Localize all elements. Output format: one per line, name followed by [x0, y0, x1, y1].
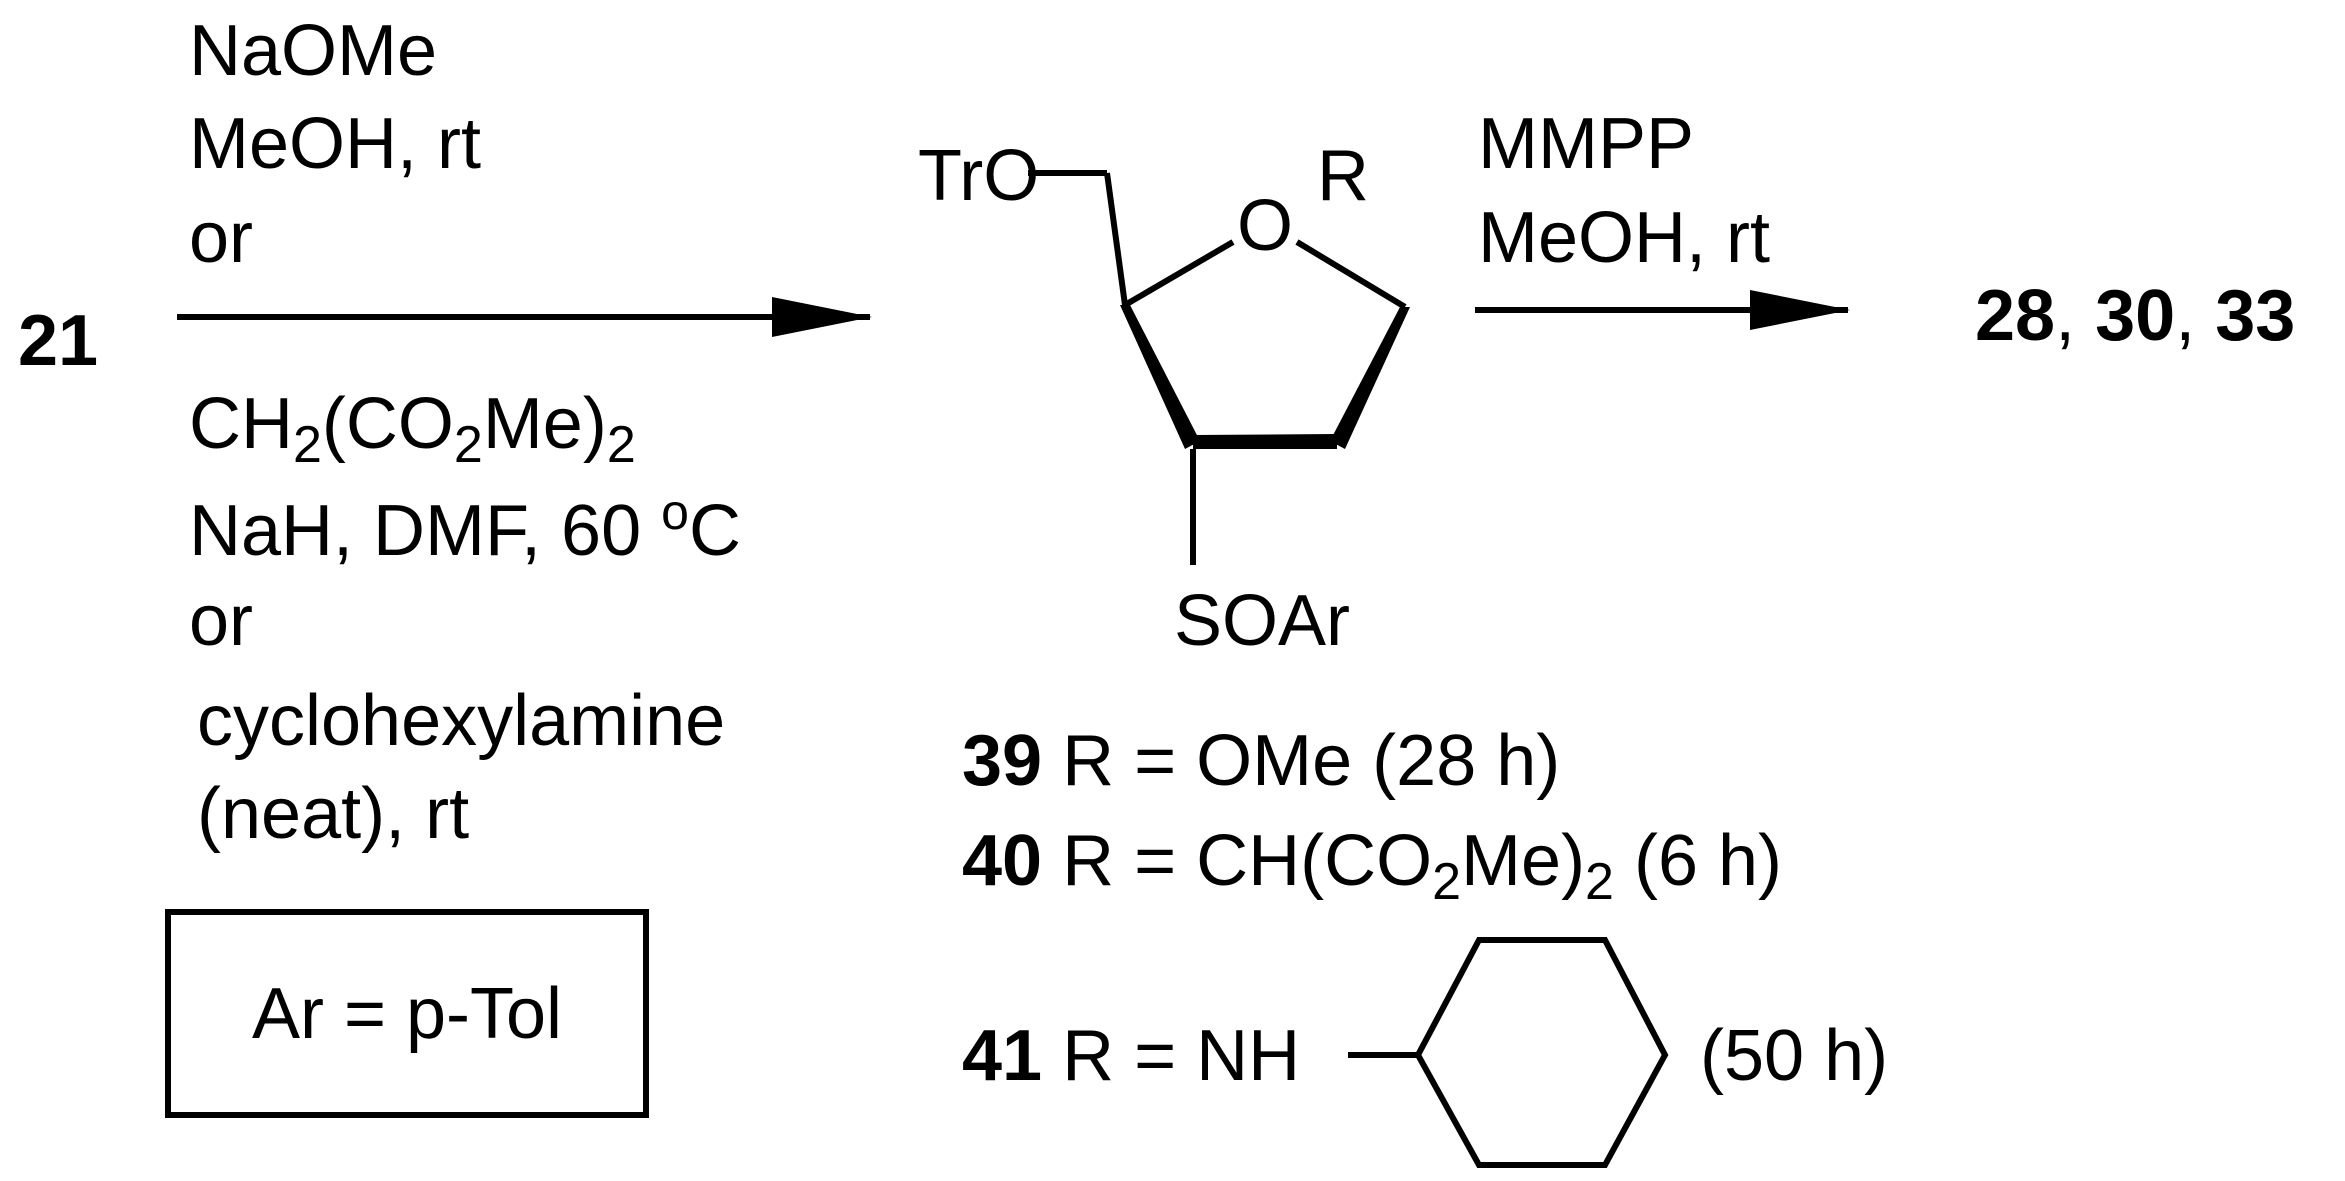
product-39-entry: 39 R = OMe (28 h): [962, 721, 1560, 801]
wedge-bond-c1-c2: [1330, 307, 1410, 449]
product-41-time: (50 h): [1700, 1016, 1888, 1096]
reagent-cyclohexylamine: cyclohexylamine: [197, 681, 725, 761]
final-products-label: 28, 30, 33: [1975, 276, 2295, 356]
bond-o-c1: [1295, 239, 1407, 310]
reagent-dimethyl-malonate: CH2(CO2Me)2: [189, 384, 636, 474]
reagent-meoh-rt: MeOH, rt: [189, 104, 481, 184]
tro-group-label: TrO: [918, 136, 1039, 216]
ar-definition-box: [165, 909, 649, 1118]
ar-definition: Ar = p-Tol: [252, 974, 562, 1054]
cyclohexyl-ring: [1414, 937, 1669, 1168]
reagent-naome: NaOMe: [189, 11, 437, 91]
reagent-mmpp: MMPP: [1478, 104, 1694, 184]
reagent-nah-dmf-60c: NaH, DMF, 60 oC: [189, 484, 741, 571]
bold-bond-c3-c2: [1193, 434, 1337, 449]
product-41-entry: 41 R = NH: [962, 1016, 1300, 1096]
product-40-entry: 40 R = CH(CO2Me)2 (6 h): [962, 821, 1782, 911]
reagent-or-1: or: [189, 198, 253, 278]
reagent-neat-rt: (neat), rt: [197, 774, 469, 854]
furanose-structure: TrO O R SOAr: [918, 136, 1410, 661]
reagent-or-2: or: [189, 581, 253, 661]
start-compound-label: 21: [18, 301, 98, 381]
reagent-meoh-rt-2: MeOH, rt: [1478, 198, 1770, 278]
ring-oxygen-label: O: [1237, 186, 1293, 266]
wedge-bond-c4-c3: [1120, 305, 1200, 449]
r-group-label: R: [1317, 136, 1369, 216]
soar-group-label: SOAr: [1174, 581, 1350, 661]
bond-ch2-c4: [1104, 172, 1128, 306]
bond-c4-o: [1123, 239, 1235, 308]
